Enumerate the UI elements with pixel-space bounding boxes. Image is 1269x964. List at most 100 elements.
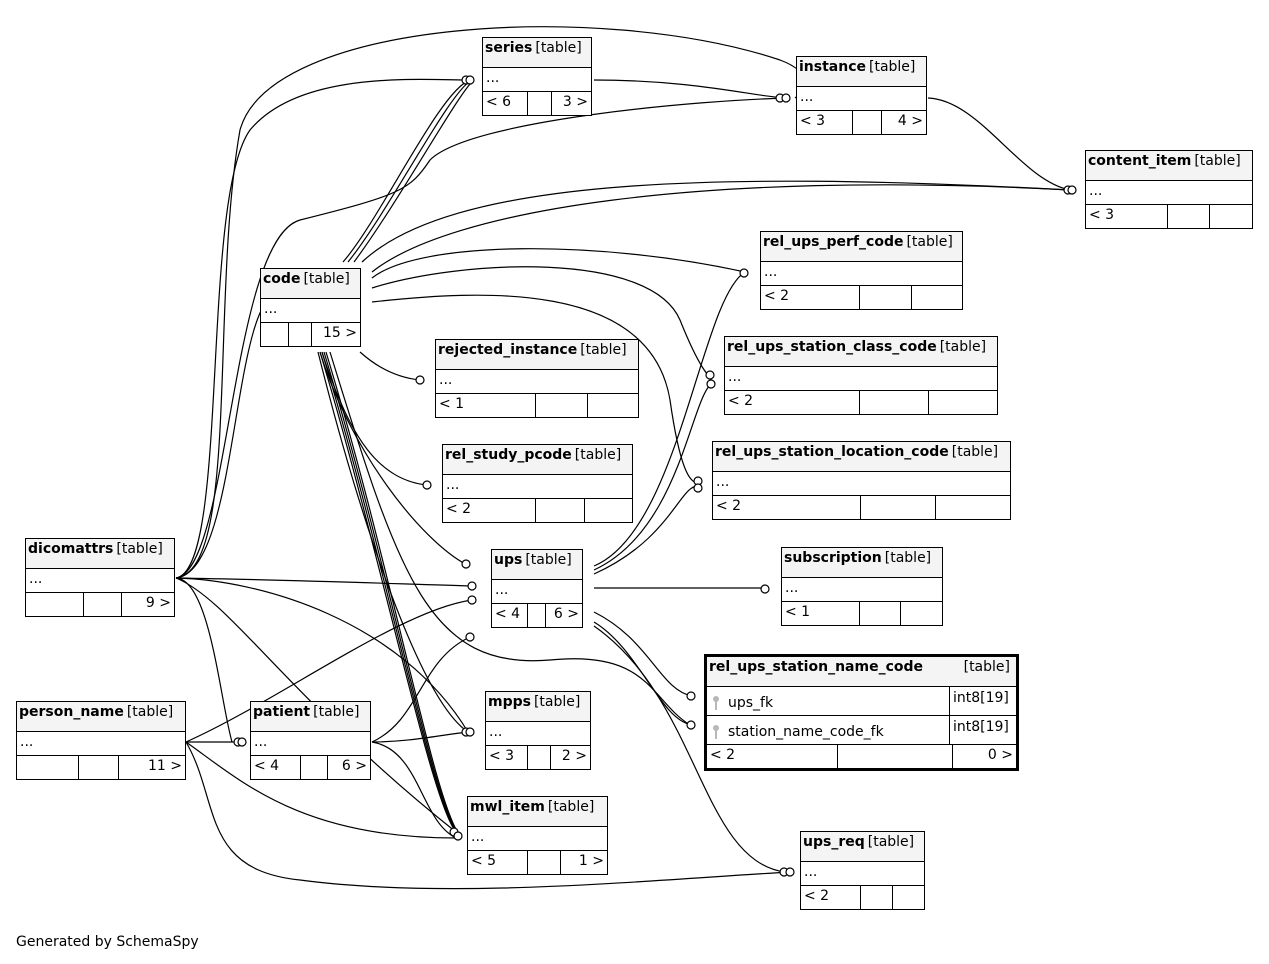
table-name: patient bbox=[253, 704, 311, 720]
table-subscription[interactable]: subscription[table] ... < 1 bbox=[781, 547, 943, 626]
table-type: [table] bbox=[951, 444, 999, 460]
table-header: rejected_instance[table] bbox=[436, 340, 638, 369]
parents-count[interactable]: < 1 bbox=[439, 396, 465, 412]
columns-count bbox=[1166, 205, 1210, 228]
table-rel-ups-perf-code[interactable]: rel_ups_perf_code[table] ... < 2 bbox=[760, 231, 963, 310]
children-count[interactable] bbox=[583, 499, 633, 522]
table-name: ups_req bbox=[803, 834, 865, 850]
table-body: ... bbox=[800, 89, 814, 105]
table-footer: 15 > bbox=[261, 322, 360, 346]
table-body: ... bbox=[495, 582, 509, 598]
children-count[interactable] bbox=[892, 886, 924, 909]
column-row[interactable]: ups_fk int8[19] bbox=[707, 686, 1016, 715]
children-count[interactable] bbox=[1209, 205, 1252, 228]
children-count[interactable]: 3 > bbox=[550, 92, 591, 115]
table-rel-ups-station-class-code[interactable]: rel_ups_station_class_code[table] ... < … bbox=[724, 336, 998, 415]
columns-count bbox=[534, 499, 584, 522]
table-code[interactable]: code[table] ... 15 > bbox=[260, 268, 361, 347]
children-count[interactable]: 6 > bbox=[544, 604, 582, 627]
children-count[interactable]: 0 > bbox=[952, 745, 1016, 768]
table-rejected-instance[interactable]: rejected_instance[table] ... < 1 bbox=[435, 339, 639, 418]
children-count[interactable] bbox=[586, 394, 639, 417]
children-count[interactable]: 4 > bbox=[880, 111, 926, 134]
parents-count[interactable]: < 2 bbox=[446, 501, 472, 517]
parents-count[interactable] bbox=[17, 756, 78, 779]
parents-count[interactable]: < 2 bbox=[716, 498, 742, 514]
children-count[interactable]: 2 > bbox=[549, 746, 590, 769]
table-body: ... bbox=[728, 369, 742, 385]
columns-count bbox=[527, 92, 551, 115]
table-footer: < 2 bbox=[443, 498, 632, 522]
table-type: [table] bbox=[533, 694, 581, 710]
columns-count bbox=[837, 745, 952, 768]
table-header: rel_ups_perf_code[table] bbox=[761, 232, 962, 261]
children-count[interactable]: 9 > bbox=[120, 593, 174, 616]
children-count[interactable] bbox=[910, 286, 963, 309]
table-name: rel_ups_station_location_code bbox=[715, 444, 949, 460]
children-count[interactable]: 1 > bbox=[559, 851, 607, 874]
column-name: station_name_code_fk bbox=[728, 723, 884, 740]
table-footer: < 2 bbox=[801, 885, 924, 909]
table-rel-study-pcode[interactable]: rel_study_pcode[table] ... < 2 bbox=[442, 444, 633, 523]
parents-count[interactable]: < 1 bbox=[785, 604, 811, 620]
parents-count[interactable]: < 3 bbox=[1089, 207, 1115, 223]
table-footer: < 1 bbox=[436, 393, 638, 417]
table-type: [table] bbox=[116, 541, 163, 557]
table-body: ... bbox=[764, 264, 778, 280]
table-header: mwl_item[table] bbox=[468, 797, 607, 826]
parents-count[interactable]: < 2 bbox=[710, 747, 736, 763]
table-type: [table] bbox=[574, 447, 622, 463]
table-header: rel_ups_station_location_code[table] bbox=[713, 442, 1010, 471]
parents-count[interactable]: < 2 bbox=[804, 888, 830, 904]
table-name: instance bbox=[799, 59, 866, 75]
table-type: [table] bbox=[939, 339, 987, 355]
parents-count[interactable] bbox=[26, 593, 83, 616]
children-count[interactable] bbox=[927, 391, 998, 414]
columns-count bbox=[300, 756, 327, 779]
table-footer: < 4 6 > bbox=[251, 755, 370, 779]
parents-count[interactable]: < 4 bbox=[495, 606, 521, 622]
table-mwl-item[interactable]: mwl_item[table] ... < 5 1 > bbox=[467, 796, 608, 875]
parents-count[interactable]: < 3 bbox=[800, 113, 826, 129]
table-footer: < 2 bbox=[761, 285, 962, 309]
parents-count[interactable]: < 5 bbox=[471, 853, 497, 869]
parents-count[interactable]: < 6 bbox=[486, 94, 512, 110]
parents-count[interactable]: < 2 bbox=[728, 393, 754, 409]
table-footer: < 2 bbox=[713, 495, 1010, 519]
table-type: [table] bbox=[1194, 153, 1241, 169]
column-row[interactable]: station_name_code_fk int8[19] bbox=[707, 715, 1016, 744]
generated-by-text: Generated by SchemaSpy bbox=[16, 934, 199, 950]
table-rel-ups-station-location-code[interactable]: rel_ups_station_location_code[table] ...… bbox=[712, 441, 1011, 520]
table-name: dicomattrs bbox=[28, 541, 114, 557]
columns-count bbox=[78, 756, 118, 779]
parents-count[interactable]: < 2 bbox=[764, 288, 790, 304]
table-footer: 11 > bbox=[17, 755, 185, 779]
table-content-item[interactable]: content_item[table] ... < 3 bbox=[1085, 150, 1253, 229]
table-type: [table] bbox=[525, 552, 572, 568]
columns-count bbox=[534, 394, 587, 417]
children-count[interactable]: 6 > bbox=[326, 756, 370, 779]
children-count[interactable] bbox=[934, 496, 1011, 519]
table-type: [table] bbox=[535, 40, 582, 56]
children-count[interactable] bbox=[900, 602, 942, 625]
table-person-name[interactable]: person_name[table] ... 11 > bbox=[16, 701, 186, 780]
children-count[interactable]: 11 > bbox=[117, 756, 185, 779]
columns-count bbox=[288, 323, 311, 346]
children-count[interactable]: 15 > bbox=[311, 323, 360, 346]
parents-count[interactable]: < 4 bbox=[254, 758, 280, 774]
parents-count[interactable] bbox=[261, 323, 288, 346]
table-dicomattrs[interactable]: dicomattrs[table] ... 9 > bbox=[25, 538, 175, 617]
table-name: code bbox=[263, 271, 301, 287]
parents-count[interactable]: < 3 bbox=[489, 748, 515, 764]
table-rel-ups-station-name-code[interactable]: rel_ups_station_name_code[table] ups_fk … bbox=[704, 654, 1019, 771]
table-header: patient[table] bbox=[251, 702, 370, 731]
table-ups-req[interactable]: ups_req[table] ... < 2 bbox=[800, 831, 925, 910]
table-type: [table] bbox=[303, 271, 350, 287]
table-body: ... bbox=[471, 829, 485, 845]
table-body: ... bbox=[489, 724, 503, 740]
